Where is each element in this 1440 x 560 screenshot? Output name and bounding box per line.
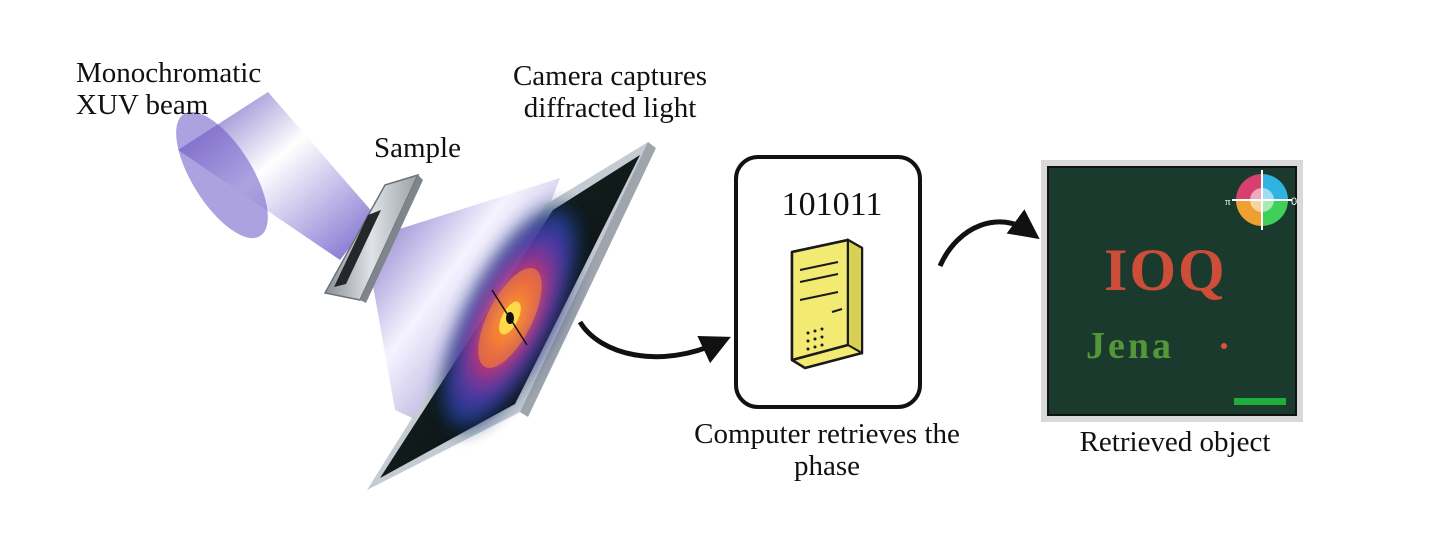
retrieved-label-text: Retrieved object: [1079, 426, 1271, 458]
arrow-to-retrieved: [937, 209, 1040, 268]
camera-label-line2: diffracted light: [523, 92, 697, 124]
sample-plate: [323, 173, 423, 303]
camera-label: Camera captures diffracted light: [496, 60, 724, 124]
camera-detector: [367, 142, 656, 490]
computer-label: Computer retrieves the phase: [676, 418, 978, 482]
computer-binary: 101011: [782, 186, 883, 223]
scale-bar: [1234, 398, 1286, 405]
computer-tower-icon: [790, 238, 864, 370]
retrieved-jena-text: Jena: [1086, 325, 1174, 367]
phase-wheel-left-label: π: [1225, 196, 1231, 208]
xuv-beam: [176, 92, 375, 260]
camera-label-line1: Camera captures: [512, 60, 708, 92]
beam-label: Monochromatic XUV beam: [76, 57, 261, 121]
retrieved-label: Retrieved object: [1060, 426, 1290, 458]
computer-label-line2: phase: [793, 450, 861, 482]
beam-label-line2: XUV beam: [76, 89, 209, 121]
phase-wheel-right-label: 0: [1291, 196, 1297, 208]
sample-label-text: Sample: [374, 132, 461, 164]
sample-label: Sample: [374, 132, 461, 164]
beam-label-line1: Monochromatic: [76, 57, 262, 89]
phase-color-wheel: [1232, 170, 1292, 230]
arrow-to-computer: [577, 320, 731, 364]
retrieved-ioq-text: IOQ: [1104, 237, 1227, 303]
computer-label-line1: Computer retrieves the: [694, 418, 960, 450]
retrieved-dot: [1221, 343, 1227, 349]
